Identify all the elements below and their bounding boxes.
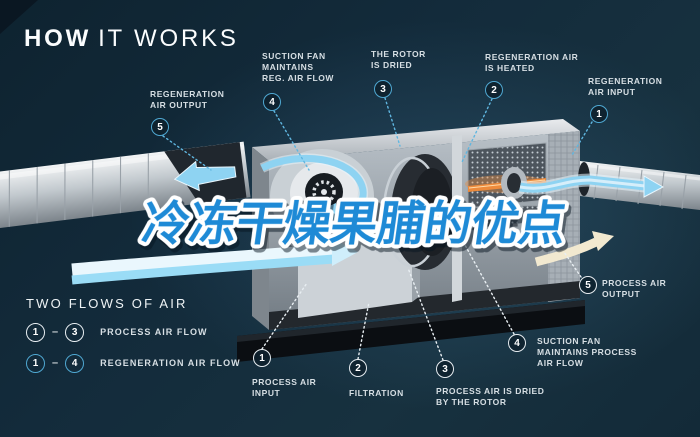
chinese-overlay-text: 冷冻干燥果脯的优点 [139, 197, 570, 252]
regeneration-flow-arrow [518, 173, 665, 198]
badge-3-process: 3 [436, 360, 454, 378]
legend-circle-1-blue: 1 [26, 353, 45, 373]
legend-title: TWO FLOWS OF AIR [26, 296, 188, 311]
process-air-output-arrow [534, 231, 614, 267]
airflow-arrows [71, 153, 665, 285]
connector-lines [162, 97, 593, 361]
corner-shade [0, 0, 38, 34]
label-suction-fan-reg: SUCTION FAN MAINTAINS REG. AIR FLOW [262, 51, 334, 84]
badge-2-process: 2 [349, 359, 367, 377]
label-rotor-is-dried: THE ROTOR IS DRIED [371, 49, 426, 71]
legend-circle-3-white: 3 [65, 322, 85, 342]
process-fan [270, 149, 374, 243]
label-regeneration-air-input: REGENERATION AIR INPUT [588, 76, 663, 98]
label-process-air-input: PROCESS AIR INPUT [252, 377, 317, 399]
label-process-air-dried: PROCESS AIR IS DRIED BY THE ROTOR [436, 386, 545, 408]
badge-4-process: 4 [508, 334, 526, 352]
title-light: IT WORKS [98, 25, 239, 52]
legend-label-regeneration: REGENERATION AIR FLOW [100, 358, 241, 368]
badge-5-process: 5 [579, 276, 597, 294]
badge-5-regeneration: 5 [151, 118, 169, 136]
legend-row-process: 1 – 3 PROCESS AIR FLOW [26, 322, 241, 342]
machine-body [252, 119, 580, 330]
legend-dash: – [52, 326, 59, 338]
legend-circle-4-blue: 4 [65, 353, 85, 373]
machine-base [237, 300, 585, 362]
badge-1-regeneration: 1 [590, 105, 608, 123]
legend-dash: – [52, 357, 59, 369]
badge-2-regeneration: 2 [485, 81, 503, 99]
label-process-air-output: PROCESS AIR OUTPUT [602, 278, 667, 300]
legend-row-regeneration: 1 – 4 REGENERATION AIR FLOW [26, 353, 241, 373]
legend-circle-1-white: 1 [26, 322, 45, 342]
legend-label-process: PROCESS AIR FLOW [100, 327, 208, 337]
badge-4-regeneration: 4 [263, 93, 281, 111]
title-bold: HOW [24, 25, 92, 52]
desiccant-rotor [382, 154, 459, 270]
divider-wall [452, 135, 462, 302]
label-regeneration-air-output: REGENERATION AIR OUTPUT [150, 89, 225, 111]
badge-1-process: 1 [253, 349, 271, 367]
left-duct [0, 141, 251, 230]
interior-floor [269, 281, 580, 330]
label-regeneration-air-heated: REGENERATION AIR IS HEATED [485, 52, 579, 74]
fan-swirl-arrow [259, 153, 369, 222]
badge-3-regeneration: 3 [374, 80, 392, 98]
label-filtration: FILTRATION [349, 388, 404, 398]
legend: TWO FLOWS OF AIR 1 – 3 PROCESS AIR FLOW … [26, 296, 241, 373]
regeneration-output-arrow [173, 160, 237, 192]
label-suction-fan-process: SUCTION FAN MAINTAINS PROCESS AIR FLOW [537, 336, 637, 369]
process-air-input-arrow [71, 238, 358, 285]
